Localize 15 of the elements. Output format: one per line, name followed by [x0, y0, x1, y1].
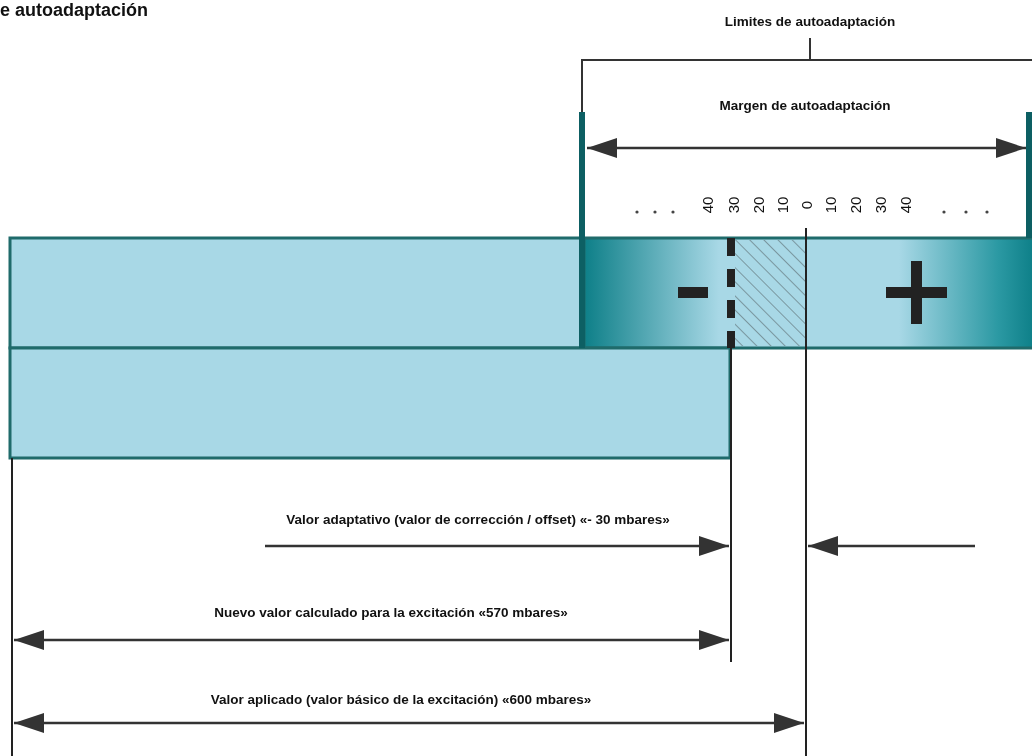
scale-number: 20 — [846, 196, 864, 214]
scale-number: 10 — [773, 196, 791, 214]
scale-number: 20 — [749, 196, 767, 214]
scale-number: 30 — [871, 196, 889, 214]
scale-number: 40 — [896, 196, 914, 214]
dimension-label: Valor aplicado (valor básico de la excitación) «600 mbares» — [210, 692, 592, 707]
range-label: Margen de autoadaptación — [719, 98, 891, 113]
scale-number: 30 — [724, 196, 742, 214]
limit-label: Limites de autoadaptación — [724, 14, 896, 29]
scale-number: 40 — [698, 196, 716, 214]
title: e autoadaptación — [0, 0, 149, 20]
dimension-label: Nuevo valor calculado para la excitación «570 mbares» — [214, 605, 568, 620]
scale-number: 0 — [797, 200, 815, 210]
dimension-label: Valor adaptativo (valor de corrección / offset) «- 30 mbares» — [286, 512, 670, 527]
scale-number: 10 — [821, 196, 839, 214]
